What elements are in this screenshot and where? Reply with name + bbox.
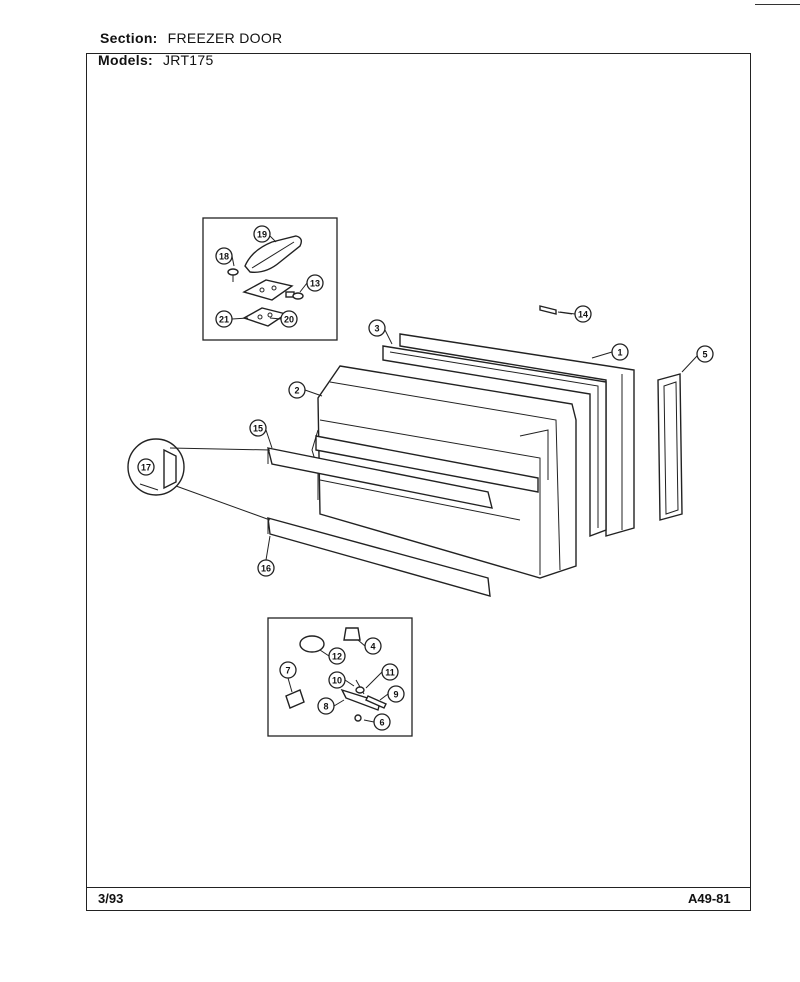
svg-text:9: 9: [393, 690, 398, 700]
callout-18: 18: [215, 247, 233, 265]
svg-text:13: 13: [310, 279, 320, 289]
callout-3: 3: [368, 319, 386, 337]
svg-text:18: 18: [219, 252, 229, 262]
callout-14: 14: [574, 305, 592, 323]
leader-lines: [231, 235, 698, 723]
shelf-end-detail-magnifier: [127, 438, 271, 521]
svg-text:14: 14: [578, 310, 588, 320]
hinge-plate-part: [242, 279, 304, 301]
hinge-cover-part: [244, 235, 303, 273]
callout-17: 17: [137, 458, 155, 476]
door-gasket-part: [382, 345, 607, 538]
svg-text:5: 5: [702, 350, 707, 360]
callout-10: 10: [328, 671, 346, 689]
door-handle-part: [657, 373, 683, 521]
lower-hinge-inset-box: [267, 617, 413, 737]
door-outer-panel-part: [399, 333, 635, 537]
callout-4: 4: [364, 637, 382, 655]
callout-20: 20: [280, 310, 298, 328]
footer-date: 3/93: [98, 891, 124, 906]
section-value: FREEZER DOOR: [167, 30, 283, 46]
svg-text:16: 16: [261, 564, 271, 574]
callout-6: 6: [373, 713, 391, 731]
callout-13: 13: [306, 274, 324, 292]
svg-text:12: 12: [332, 652, 342, 662]
hinge-cap-part: [299, 635, 325, 653]
shelf-bar-part: [267, 447, 493, 509]
svg-text:20: 20: [284, 315, 294, 325]
svg-text:17: 17: [141, 463, 151, 473]
svg-text:21: 21: [219, 315, 229, 325]
bottom-hinge-bracket-part: [285, 689, 305, 709]
top-edge-rule: [755, 4, 800, 5]
hinge-screw-part: [227, 268, 239, 282]
callout-7: 7: [279, 661, 297, 679]
callout-5: 5: [696, 345, 714, 363]
section-heading: Section: FREEZER DOOR: [100, 30, 282, 46]
hinge-base-plate-part: [242, 307, 288, 327]
models-label: Models:: [98, 52, 153, 68]
svg-text:8: 8: [323, 702, 328, 712]
callout-9: 9: [387, 685, 405, 703]
hinge-arm-part: [340, 679, 387, 722]
lower-shelf-bar-part: [267, 517, 491, 597]
models-heading: Models: JRT175: [98, 52, 214, 68]
svg-text:6: 6: [379, 718, 384, 728]
svg-text:15: 15: [253, 424, 263, 434]
svg-text:1: 1: [617, 348, 622, 358]
diagram-frame: [86, 53, 751, 911]
section-label: Section:: [100, 30, 158, 46]
callout-2: 2: [288, 381, 306, 399]
callout-11: 11: [381, 663, 399, 681]
callout-21: 21: [215, 310, 233, 328]
callout-19: 19: [253, 225, 271, 243]
callout-12: 12: [328, 647, 346, 665]
svg-text:2: 2: [294, 386, 299, 396]
svg-text:19: 19: [257, 230, 267, 240]
svg-text:11: 11: [385, 668, 395, 678]
callout-8: 8: [317, 697, 335, 715]
svg-text:4: 4: [370, 642, 375, 652]
callout-1: 1: [611, 343, 629, 361]
callout-15: 15: [249, 419, 267, 437]
upper-hinge-inset-box: [202, 217, 338, 341]
callout-16: 16: [257, 559, 275, 577]
svg-text:3: 3: [374, 324, 379, 334]
svg-text:7: 7: [285, 666, 290, 676]
door-liner-part: [311, 365, 577, 579]
footer-code: A49-81: [688, 891, 731, 906]
models-value: JRT175: [163, 52, 214, 68]
svg-text:10: 10: [332, 676, 342, 686]
footer-rule: [86, 887, 751, 888]
hinge-bushing-part: [343, 627, 361, 641]
